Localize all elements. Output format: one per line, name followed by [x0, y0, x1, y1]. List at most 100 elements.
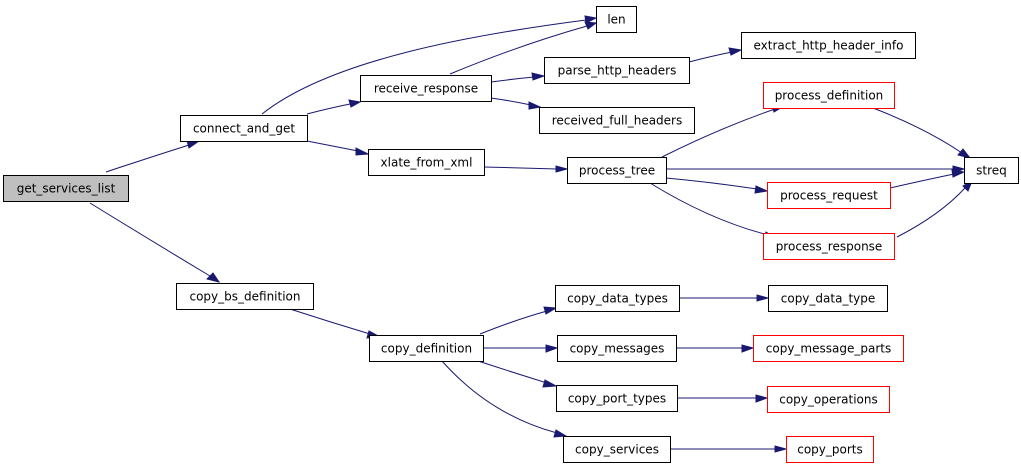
arrowhead-icon: [555, 165, 569, 173]
edge-line: [289, 308, 371, 335]
node-label: parse_http_headers: [558, 64, 677, 78]
node-box: [786, 436, 874, 463]
node-len[interactable]: len: [596, 6, 637, 33]
edge-process_definition-to-streq: [872, 107, 972, 159]
arrowhead-icon: [542, 379, 558, 388]
edge-connect_and_get-to-receive_response: [306, 99, 362, 115]
edge-copy_data_types-to-copy_data_type: [678, 294, 770, 302]
node-label: process_tree: [579, 164, 655, 178]
node-label: xlate_from_xml: [381, 156, 473, 170]
node-process-definition[interactable]: process_definition: [763, 82, 895, 109]
node-label: process_definition: [775, 89, 884, 103]
node-box: [539, 107, 695, 134]
node-box: [563, 436, 671, 463]
node-label: receive_response: [374, 82, 478, 96]
node-copy-message-parts[interactable]: copy_message_parts: [753, 335, 904, 362]
node-copy-port-types[interactable]: copy_port_types: [556, 385, 678, 412]
edge-parse_http_headers-to-extract_http_header_info: [688, 47, 743, 63]
arrowhead-icon: [754, 185, 769, 194]
edge-line: [306, 103, 351, 115]
edge-receive_response-to-parse_http_headers: [490, 72, 546, 83]
arrowhead-icon: [186, 140, 201, 149]
edge-process_tree-to-process_request: [665, 177, 769, 194]
node-streq[interactable]: streq: [964, 157, 1019, 184]
arrowhead-icon: [755, 394, 769, 403]
nodes-layer: get_services_list connect_and_get copy_bs_…: [3, 6, 1019, 463]
arrowhead-icon: [545, 344, 559, 353]
node-box: [368, 149, 485, 176]
node-process-request[interactable]: process_request: [767, 182, 891, 209]
node-label: copy_bs_definition: [189, 290, 300, 304]
node-box: [555, 285, 680, 312]
node-label: get_services_list: [17, 182, 116, 196]
edge-copy_definition-to-copy_port_types: [477, 360, 558, 388]
node-copy-services[interactable]: copy_services: [563, 436, 671, 463]
node-copy-ports[interactable]: copy_ports: [786, 436, 874, 463]
node-box: [544, 57, 690, 84]
node-label: len: [607, 13, 625, 27]
node-copy-definition[interactable]: copy_definition: [369, 335, 484, 362]
edge-copy_messages-to-copy_message_parts: [676, 344, 755, 353]
edge-line: [483, 166, 558, 170]
node-process-tree[interactable]: process_tree: [567, 157, 667, 184]
node-box: [763, 82, 895, 109]
node-label: copy_services: [575, 443, 659, 457]
node-label: process_request: [780, 189, 878, 203]
node-parse-http-headers[interactable]: parse_http_headers: [544, 57, 690, 84]
node-get-services-list: get_services_list: [3, 175, 129, 202]
arrowhead-icon: [348, 99, 362, 108]
edge-get_services_list-to-connect_and_get: [105, 140, 201, 173]
node-box: [763, 233, 895, 260]
edge-xlate_from_xml-to-process_tree: [483, 165, 569, 173]
node-box: [964, 157, 1019, 184]
node-received-full-headers[interactable]: received_full_headers: [539, 107, 695, 134]
node-label: connect_and_get: [193, 122, 295, 136]
node-copy-operations[interactable]: copy_operations: [767, 386, 890, 413]
edge-connect_and_get-to-xlate_from_xml: [306, 140, 370, 156]
edge-line: [889, 173, 955, 189]
node-box: [596, 6, 637, 33]
node-connect-and-get[interactable]: connect_and_get: [180, 115, 308, 142]
edge-line: [688, 51, 733, 63]
arrowhead-icon: [531, 72, 546, 81]
edge-process_response-to-streq: [896, 179, 973, 238]
edge-line: [89, 202, 211, 277]
node-copy-data-types[interactable]: copy_data_types: [555, 285, 680, 312]
node-copy-data-type[interactable]: copy_data_type: [768, 285, 888, 312]
node-label: copy_port_types: [568, 392, 666, 406]
edge-copy_port_types-to-copy_operations: [677, 394, 769, 403]
arrowhead-icon: [951, 169, 966, 178]
edge-line: [490, 97, 532, 106]
edge-line: [479, 310, 548, 335]
node-copy-bs-definition[interactable]: copy_bs_definition: [176, 283, 314, 310]
arrowhead-icon: [728, 47, 743, 56]
node-label: copy_message_parts: [766, 342, 891, 356]
edge-process_request-to-streq: [889, 169, 966, 189]
node-receive-response[interactable]: receive_response: [360, 75, 492, 102]
arrowhead-icon: [206, 272, 221, 283]
edge-get_services_list-to-copy_bs_definition: [89, 202, 221, 283]
node-label: copy_ports: [797, 443, 863, 457]
edge-copy_definition-to-copy_services: [441, 360, 568, 438]
node-extract-http-header-info[interactable]: extract_http_header_info: [741, 32, 916, 59]
edge-line: [872, 107, 963, 154]
node-box: [557, 335, 677, 362]
edge-line: [490, 76, 535, 83]
edge-line: [261, 19, 587, 115]
node-box: [369, 335, 484, 362]
node-box: [741, 32, 916, 59]
edge-copy_bs_definition-to-copy_definition: [289, 308, 382, 339]
arrowhead-icon: [957, 148, 972, 159]
node-box: [3, 175, 129, 202]
node-process-response[interactable]: process_response: [763, 233, 895, 260]
node-copy-messages[interactable]: copy_messages: [557, 335, 677, 362]
node-label: copy_messages: [570, 342, 665, 356]
node-label: copy_data_type: [781, 292, 876, 306]
node-label: copy_definition: [381, 342, 472, 356]
node-box: [567, 157, 667, 184]
arrowhead-icon: [756, 294, 770, 302]
node-box: [556, 385, 678, 412]
node-box: [176, 283, 314, 310]
arrowhead-icon: [543, 306, 558, 315]
node-xlate-from-xml[interactable]: xlate_from_xml: [368, 149, 485, 176]
